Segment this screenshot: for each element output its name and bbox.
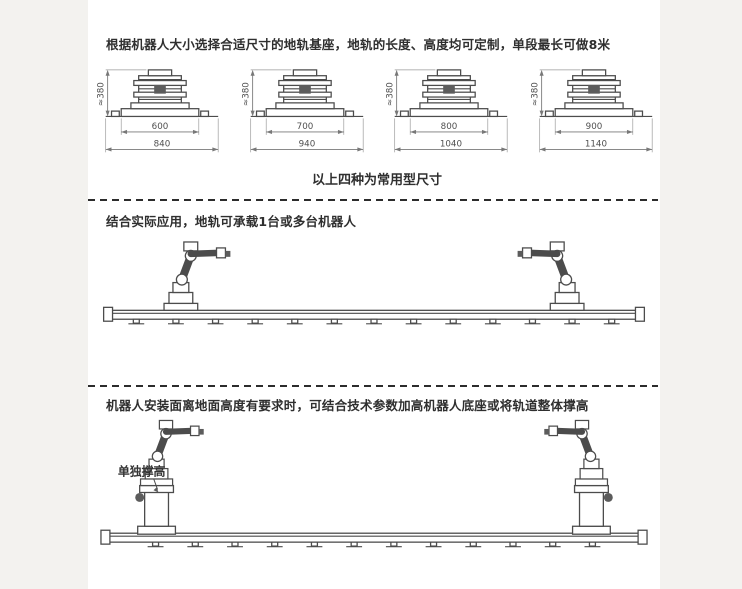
left-margin — [0, 0, 88, 589]
robot-arm-left — [164, 242, 230, 310]
rail-end-cap-right — [637, 529, 648, 545]
base-size-figure-4: ≈380 900 1140 — [530, 64, 658, 169]
base-size-figure-1: ≈380 600 840 — [96, 64, 224, 169]
right-margin — [660, 0, 742, 589]
rail-base-cross-section: ≈380 900 1140 — [531, 69, 653, 153]
pedestal-column-left — [144, 490, 170, 527]
pedestal-top-plate-right — [573, 484, 609, 494]
dim-height-label: ≈380 — [531, 82, 541, 106]
dim-height-label: ≈380 — [241, 82, 251, 106]
rail-carriage-left — [137, 525, 177, 535]
base-size-figures-row: ≈380 600 840 — [96, 64, 658, 169]
rail-base-cross-section: ≈380 600 840 — [97, 69, 219, 153]
robots-on-rail-illustration — [102, 240, 646, 325]
dim-height-label: ≈380 — [386, 82, 396, 106]
rail-carriage-right — [571, 525, 611, 535]
robot-arm-right — [544, 420, 607, 485]
rail-base-cross-section: ≈380 800 1040 — [386, 69, 508, 153]
dashed-divider — [88, 199, 658, 201]
robot-arm-right — [518, 242, 584, 310]
callout-arrow — [153, 487, 159, 493]
elevated-robots-illustration: 单独撑高 — [100, 418, 648, 548]
dashed-divider — [88, 385, 658, 387]
dim-height-label: ≈380 — [97, 82, 107, 106]
dim-outer-width: 940 — [298, 140, 315, 150]
rail-end-cap-right — [634, 306, 646, 322]
base-size-figure-2: ≈380 700 940 — [241, 64, 369, 169]
rail-end-cap-left — [102, 306, 114, 322]
pedestal-column-right — [578, 490, 604, 527]
dim-inner-width: 700 — [296, 122, 313, 132]
linear-rail — [109, 309, 639, 320]
section-heading-base-sizes: 根据机器人大小选择合适尺寸的地轨基座，地轨的长度、高度均可定制，单段最长可做8米 — [106, 37, 611, 52]
sizes-caption: 以上四种为常用型尺寸 — [311, 173, 442, 188]
dim-outer-width: 840 — [154, 140, 171, 150]
dim-inner-width: 900 — [586, 122, 603, 132]
base-size-figure-3: ≈380 800 1040 — [385, 64, 513, 169]
callout-label: 单独撑高 — [118, 465, 166, 479]
dim-inner-width: 800 — [441, 122, 458, 132]
section-heading-load-capacity: 结合实际应用，地轨可承载1台或多台机器人 — [106, 214, 357, 229]
dim-outer-width: 1040 — [440, 140, 462, 150]
dim-outer-width: 1140 — [585, 140, 607, 150]
rail-base-cross-section: ≈380 700 940 — [241, 69, 364, 153]
rail-end-cap-left — [100, 529, 111, 545]
section-heading-elevated-mounting: 机器人安装面离地面高度有要求时，可结合技术参数加高机器人底座或将轨道整体撑高 — [106, 398, 589, 413]
linear-rail — [107, 532, 641, 543]
pedestal-motor-right — [603, 492, 613, 502]
dim-inner-width: 600 — [152, 122, 169, 132]
pedestal-motor-left — [135, 492, 145, 502]
